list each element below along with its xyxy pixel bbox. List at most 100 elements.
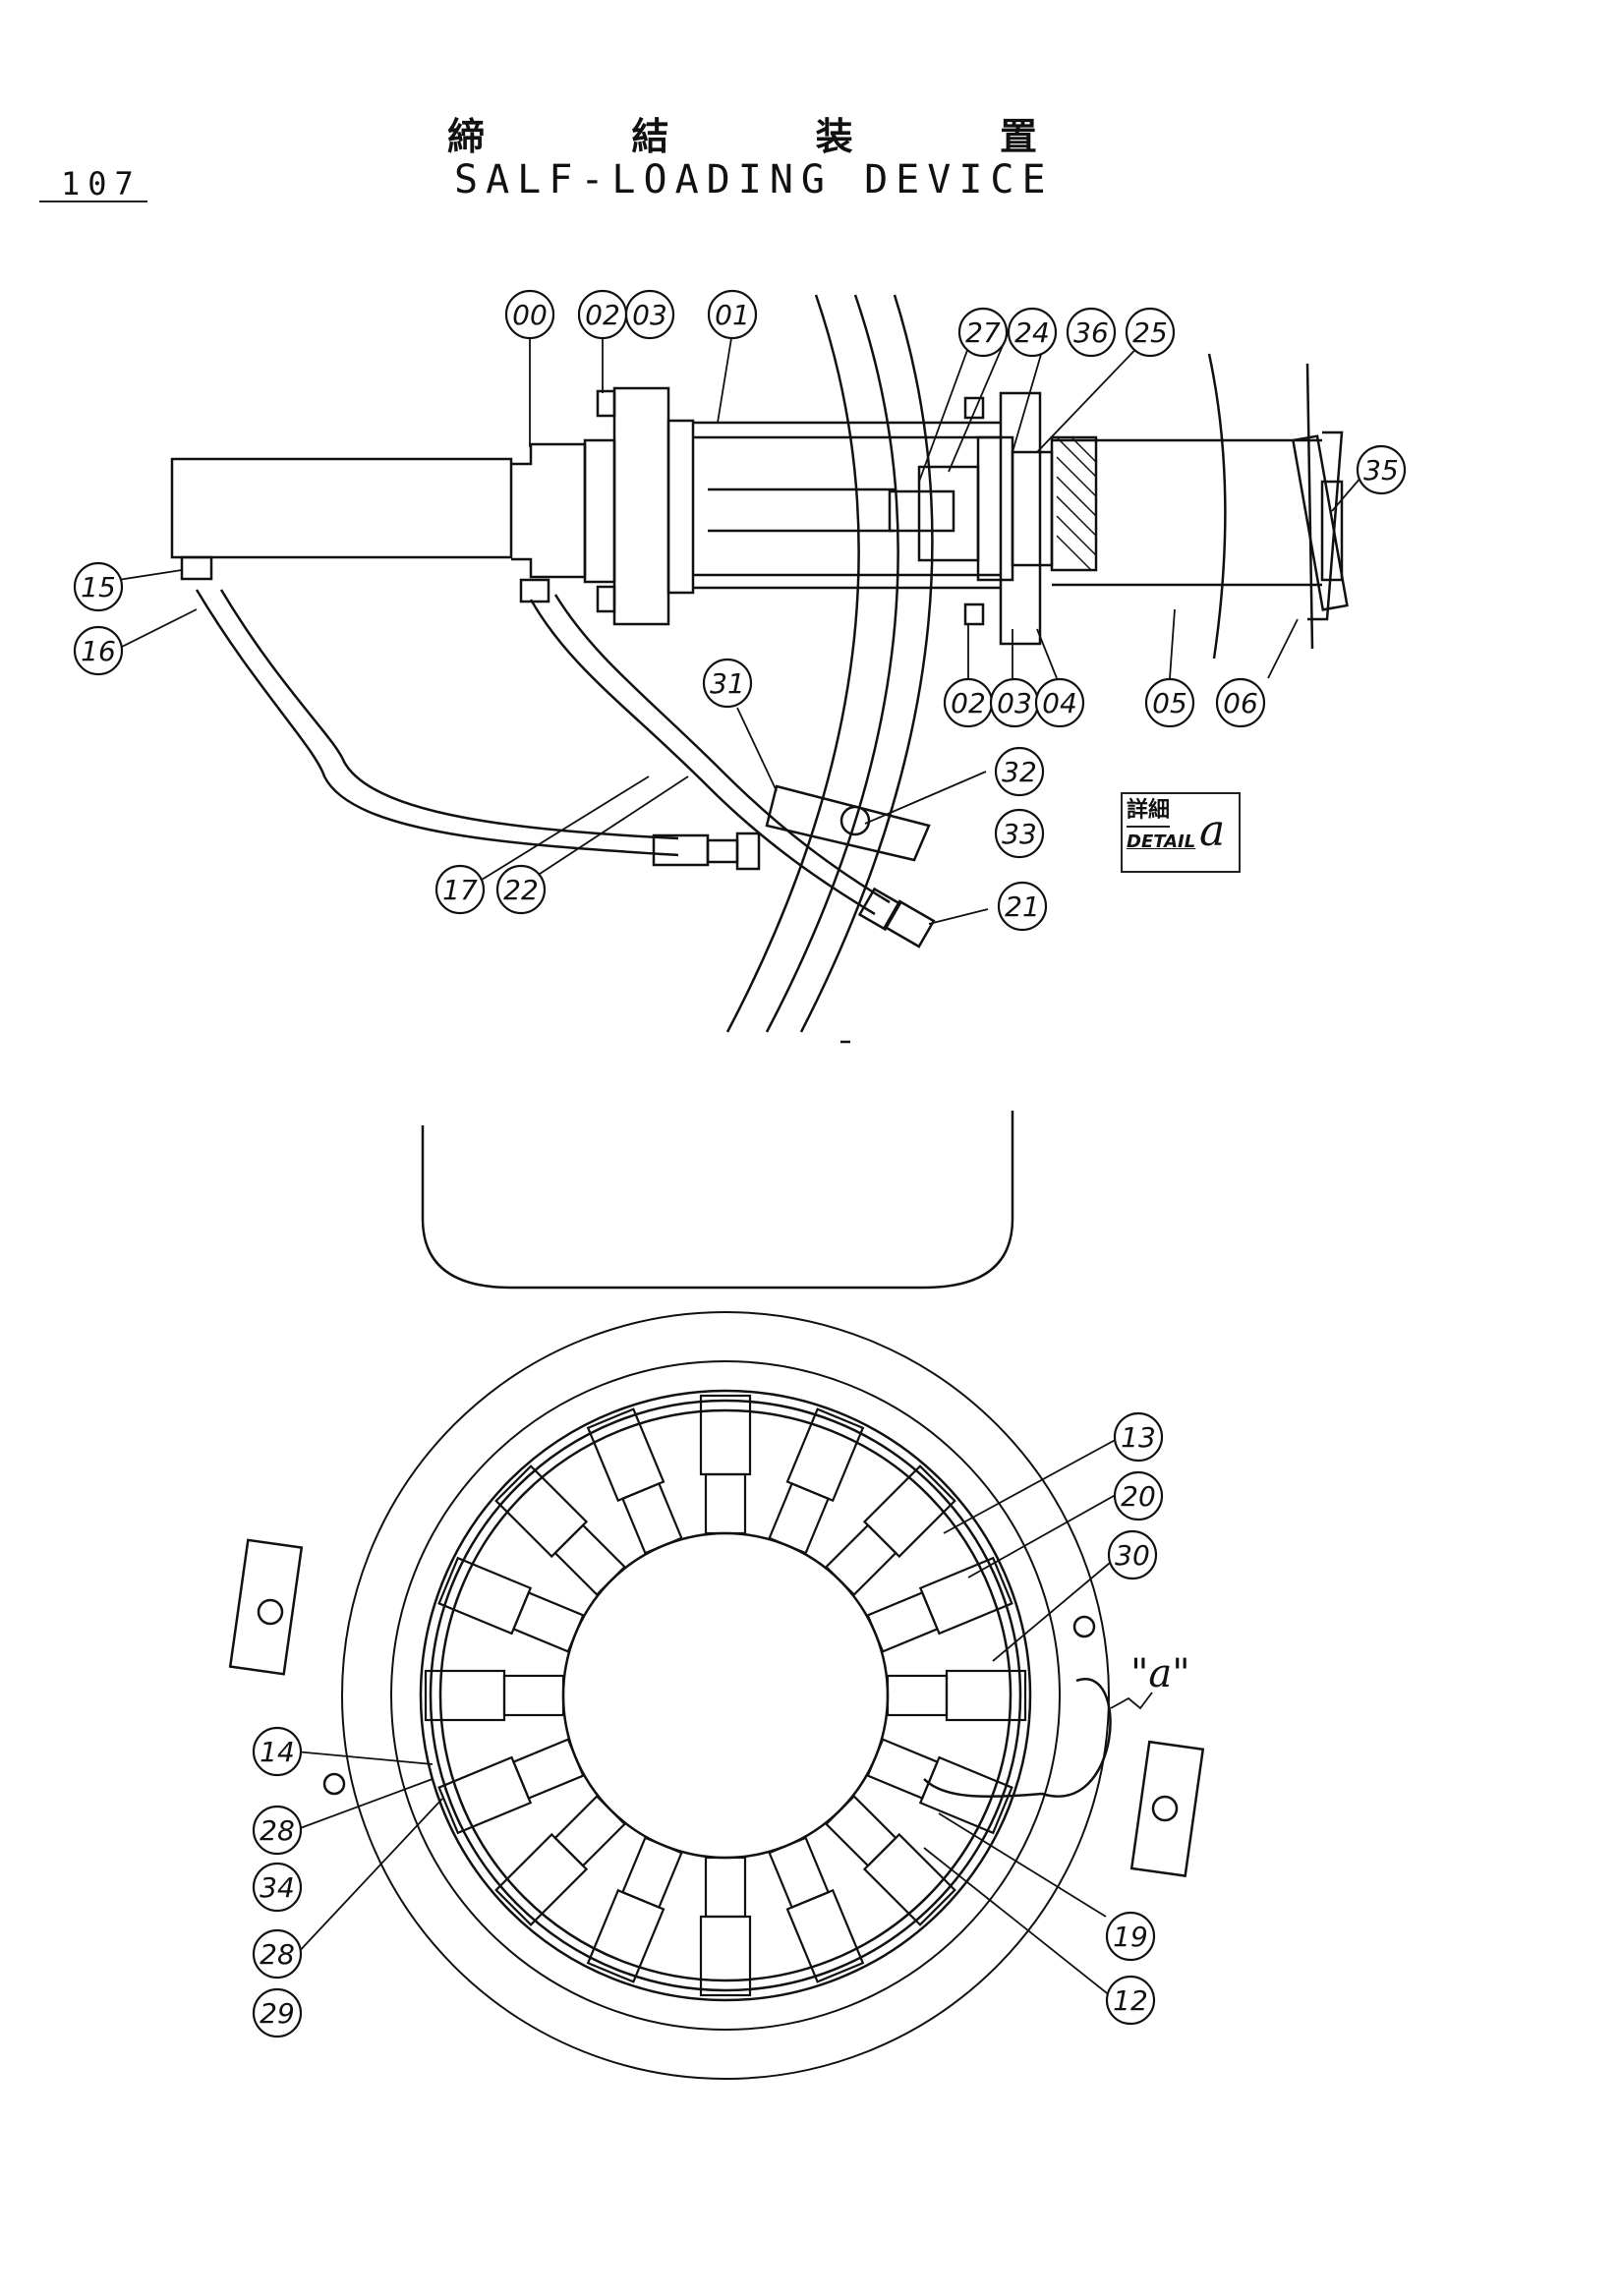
- callout-number: 06: [1223, 687, 1258, 719]
- callout-number: 03: [997, 687, 1032, 719]
- part-callout: 06: [1215, 677, 1266, 728]
- callout-circle: [252, 1987, 303, 2038]
- page-number: 107: [61, 165, 142, 202]
- callout-number: 13: [1121, 1421, 1156, 1454]
- bottom-leader-lines: [294, 1436, 1153, 2001]
- callout-number: 12: [1113, 1984, 1148, 2017]
- callout-number: 27: [965, 316, 1001, 349]
- callout-circle: [1113, 1470, 1164, 1521]
- part-callout: 36: [1066, 307, 1117, 358]
- callout-number: 15: [81, 571, 116, 603]
- callout-number: 19: [1113, 1921, 1148, 1953]
- callout-number: 29: [260, 1997, 295, 2030]
- callout-number: 01: [715, 299, 750, 331]
- callout-number: 22: [503, 874, 539, 906]
- part-callout: 15: [73, 561, 124, 612]
- callout-number: 33: [1002, 818, 1037, 850]
- callout-circle: [434, 864, 486, 915]
- callout-number: 34: [260, 1871, 295, 1904]
- part-callout: 02: [577, 289, 628, 340]
- part-callout: 28: [252, 1928, 303, 1980]
- part-callout: 30: [1107, 1529, 1158, 1580]
- circular-top-view: [228, 1311, 1205, 2080]
- detail-reference: "a": [1130, 1651, 1190, 1696]
- detail-label: 詳細 DETAIL a: [1121, 792, 1241, 873]
- callout-number: 04: [1042, 687, 1077, 719]
- callout-circle: [252, 1805, 303, 1856]
- callout-circle: [1105, 1975, 1156, 2026]
- callout-circle: [1105, 1911, 1156, 1962]
- callout-circle: [702, 658, 753, 709]
- cylinder-head: [511, 442, 587, 579]
- part-callout: 04: [1034, 677, 1085, 728]
- callout-circle: [1144, 677, 1195, 728]
- part-callout: 02: [943, 677, 994, 728]
- callout-circle: [1356, 444, 1407, 495]
- title-jp-char: 締: [447, 115, 486, 158]
- callout-number: 30: [1115, 1539, 1150, 1572]
- callout-circle: [1066, 307, 1117, 358]
- callout-number: 05: [1152, 687, 1187, 719]
- title-jp-char: 置: [999, 115, 1037, 158]
- cylinder-body: [170, 457, 513, 559]
- callout-number: 28: [260, 1814, 295, 1847]
- callout-circle: [1215, 677, 1266, 728]
- part-callout: 34: [252, 1862, 303, 1913]
- callout-number: 32: [1002, 756, 1037, 788]
- callout-number: 21: [1005, 890, 1040, 923]
- part-callout: 19: [1105, 1911, 1156, 1962]
- detail-label-jp: 詳細: [1127, 796, 1171, 828]
- callout-circle: [994, 746, 1045, 797]
- part-callout: 20: [1113, 1470, 1164, 1521]
- callout-circle: [1125, 307, 1176, 358]
- callout-circle: [252, 1862, 303, 1913]
- callout-number: 02: [585, 299, 620, 331]
- top-leader-lines: [117, 331, 1362, 925]
- part-callout: 03: [624, 289, 675, 340]
- title-jp-char: 結: [631, 115, 669, 158]
- callout-number: 36: [1073, 316, 1109, 349]
- title-japanese: 締 結 装 置: [447, 106, 1037, 160]
- callout-number: 28: [260, 1938, 295, 1971]
- flange-left: [612, 386, 670, 626]
- callout-number: 35: [1363, 454, 1399, 487]
- callout-number: 20: [1121, 1480, 1156, 1513]
- callout-circle: [1107, 1529, 1158, 1580]
- part-callout: 00: [504, 289, 555, 340]
- part-callout: 05: [1144, 677, 1195, 728]
- part-callout: 12: [1105, 1975, 1156, 2026]
- callout-number: 17: [442, 874, 478, 906]
- callout-circle: [495, 864, 547, 915]
- cylinder-side-view: [170, 294, 1349, 1044]
- callout-circle: [997, 881, 1048, 932]
- callout-circle: [957, 307, 1009, 358]
- part-callout: 31: [702, 658, 753, 709]
- part-callout: 14: [252, 1726, 303, 1777]
- part-callout: 22: [495, 864, 547, 915]
- part-callout: 35: [1356, 444, 1407, 495]
- part-callout: 25: [1125, 307, 1176, 358]
- radial-cylinders: [424, 1394, 1027, 1997]
- callout-circle: [252, 1928, 303, 1980]
- callout-number: 03: [632, 299, 667, 331]
- callout-circle: [73, 625, 124, 676]
- callout-circle: [1034, 677, 1085, 728]
- part-callout: 33: [994, 808, 1045, 859]
- callout-circle: [73, 561, 124, 612]
- title-english: SALF-LOADING DEVICE: [454, 157, 1054, 202]
- callout-circle: [1007, 307, 1058, 358]
- detail-label-letter: a: [1199, 806, 1226, 856]
- frame-outline: [421, 1111, 1014, 1290]
- part-callout: 24: [1007, 307, 1058, 358]
- part-callout: 16: [73, 625, 124, 676]
- detail-label-en: DETAIL: [1127, 832, 1196, 852]
- callout-circle: [1113, 1411, 1164, 1463]
- callout-number: 14: [260, 1736, 295, 1768]
- part-callout: 21: [997, 881, 1048, 932]
- page-number-rule: [39, 201, 147, 202]
- part-callout: 03: [989, 677, 1040, 728]
- callout-number: 16: [81, 635, 116, 667]
- part-callout: 13: [1113, 1411, 1164, 1463]
